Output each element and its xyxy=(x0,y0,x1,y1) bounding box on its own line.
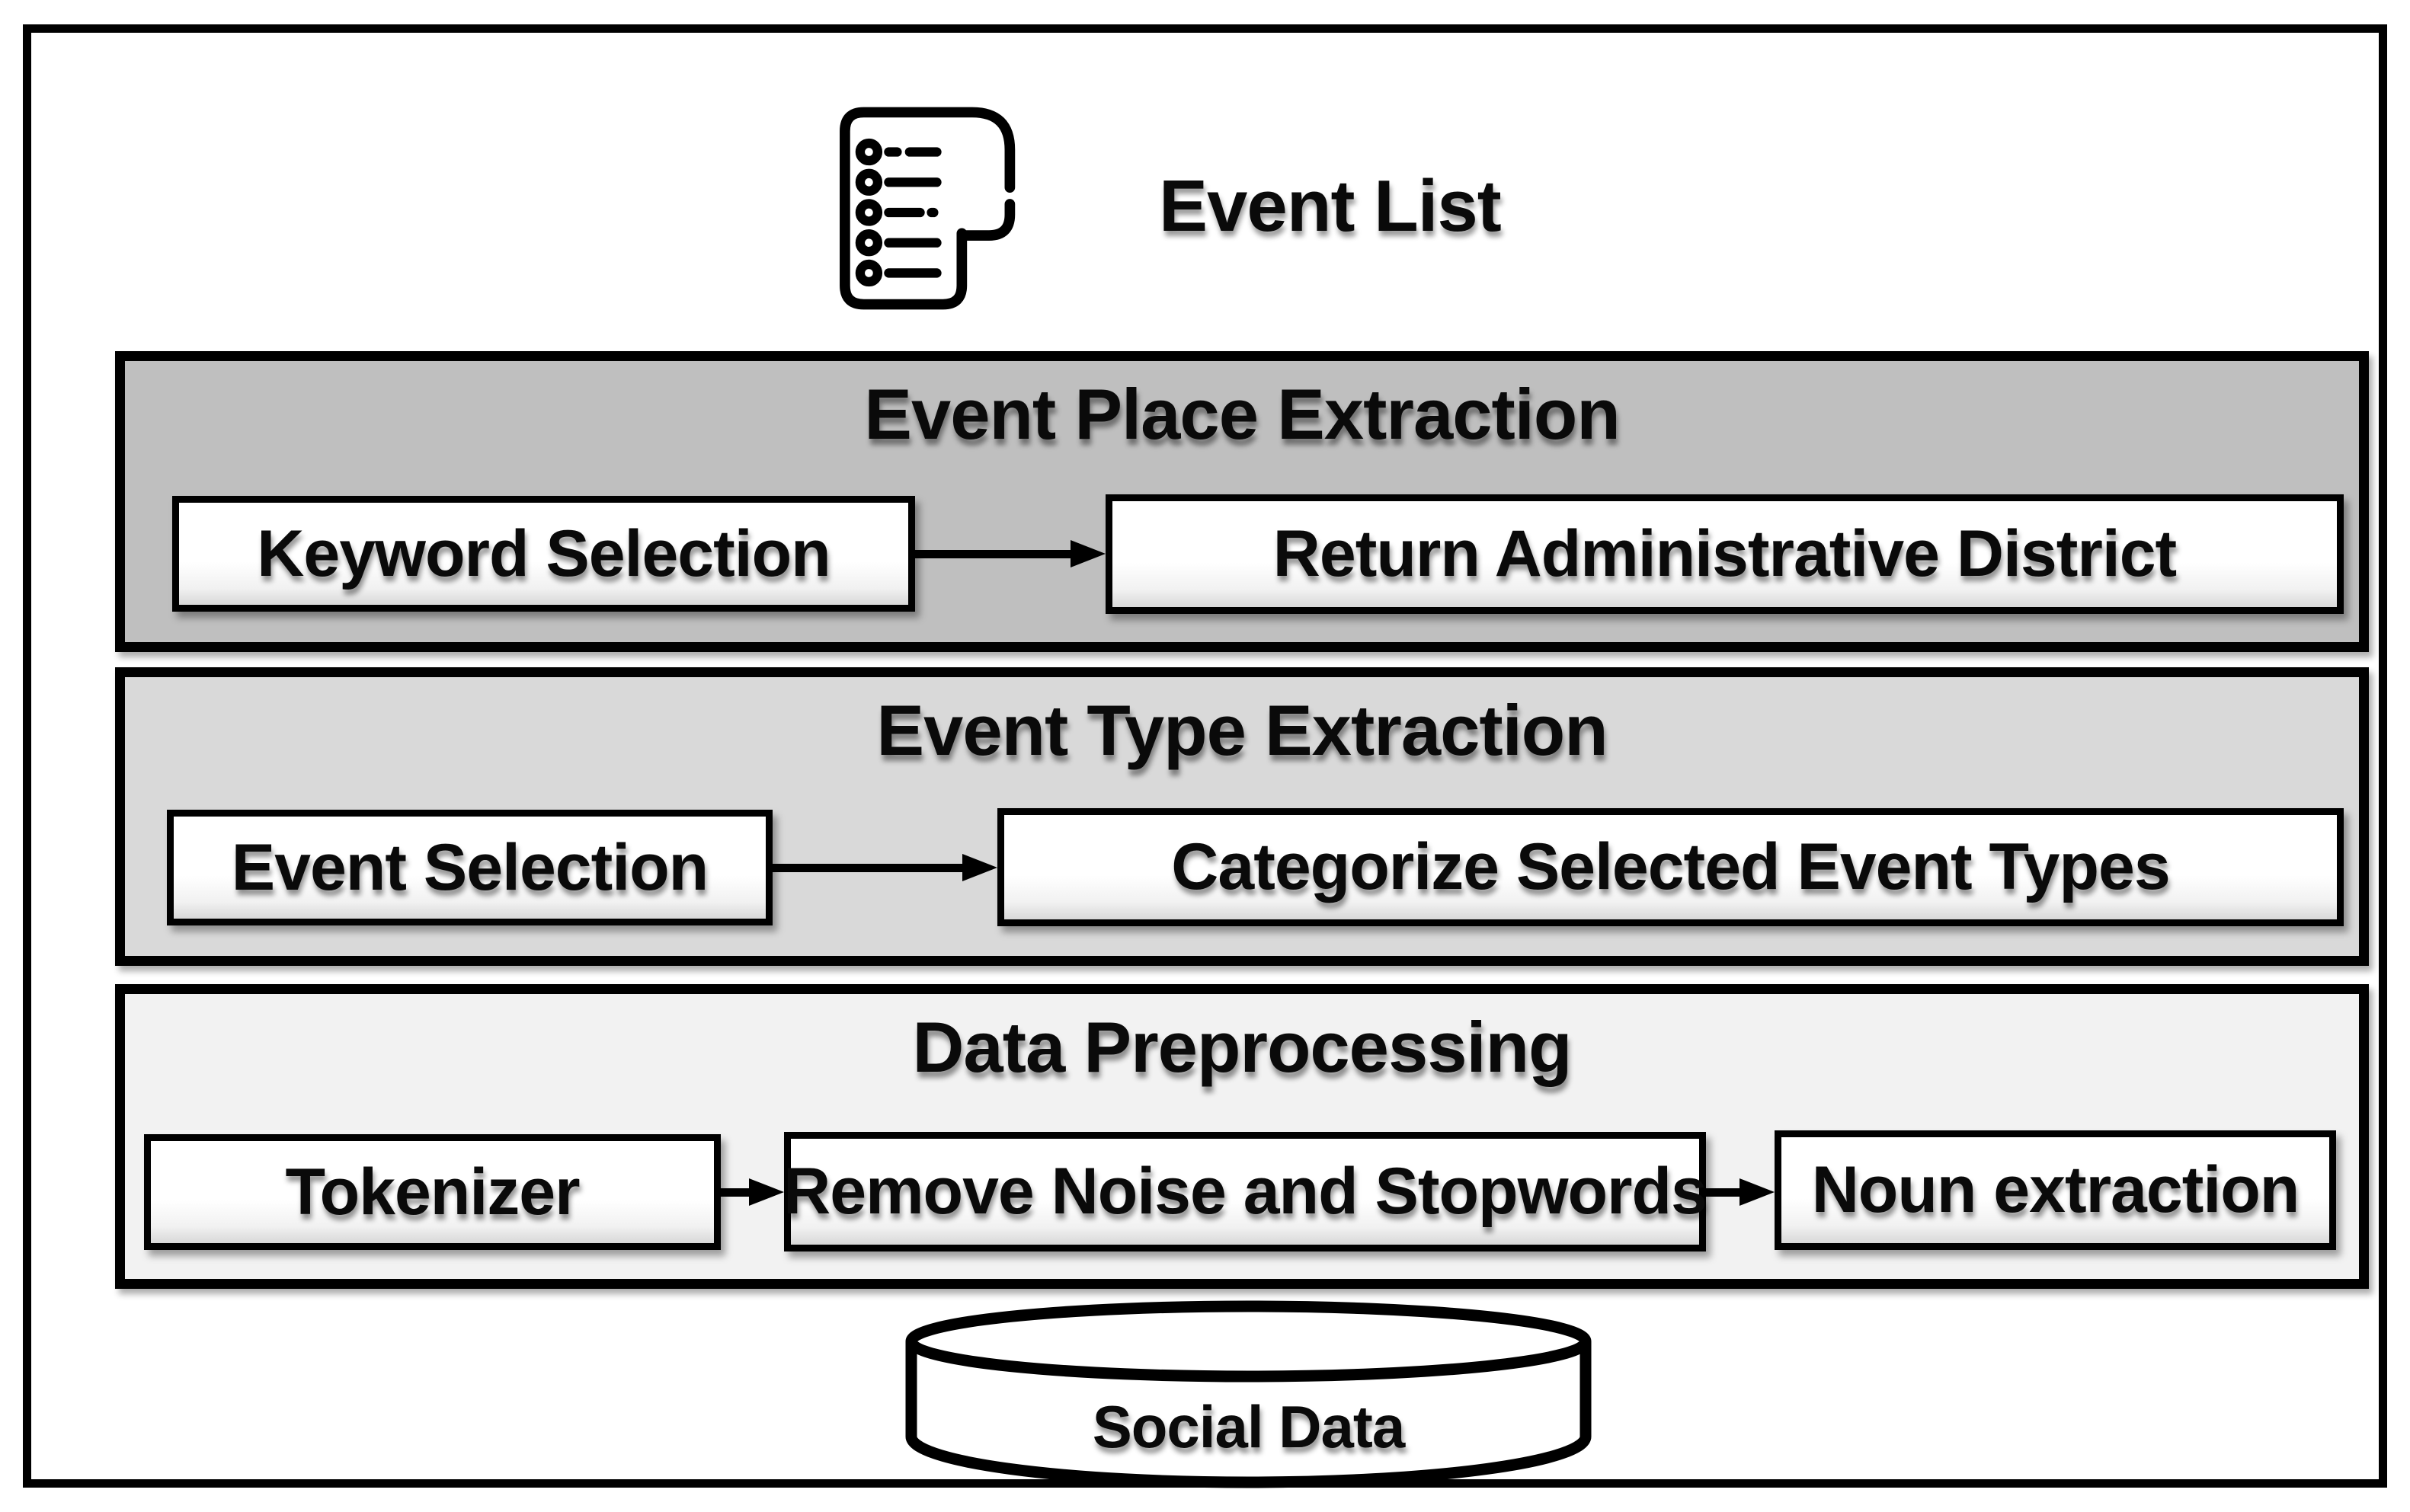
database-cylinder-icon xyxy=(905,1300,1592,1488)
arrow-head xyxy=(749,1178,784,1206)
diagram-frame: Event List Event Place Extraction Keywor… xyxy=(23,24,2387,1488)
arrow-shaft xyxy=(721,1188,749,1197)
section-event-place-extraction: Event Place Extraction Keyword Selection… xyxy=(115,351,2369,652)
flow-arrow-icon xyxy=(1706,1178,1775,1206)
arrow-head xyxy=(1739,1178,1775,1206)
flow-arrow-icon xyxy=(773,854,997,881)
step-tokenizer: Tokenizer xyxy=(144,1134,721,1250)
step-noun-extraction: Noun extraction xyxy=(1775,1130,2336,1250)
social-data-label: Social Data xyxy=(1092,1392,1406,1460)
event-list-icon xyxy=(840,107,1016,310)
arrow-shaft xyxy=(1706,1188,1739,1197)
social-data-datastore: Social Data xyxy=(904,1296,1593,1498)
event-list-label: Event List xyxy=(1159,165,1502,247)
step-event-selection: Event Selection xyxy=(167,810,773,925)
section-title: Event Place Extraction xyxy=(864,374,1621,454)
arrow-head xyxy=(962,854,997,881)
arrow-shaft xyxy=(773,863,962,872)
arrow-shaft xyxy=(915,549,1071,558)
step-keyword-selection: Keyword Selection xyxy=(172,496,915,612)
step-categorize-selected-event-types: Categorize Selected Event Types xyxy=(997,808,2344,926)
step-return-administrative-district: Return Administrative District xyxy=(1106,494,2344,614)
flow-arrow-icon xyxy=(721,1178,784,1206)
step-remove-noise-and-stopwords: Remove Noise and Stopwords xyxy=(783,1132,1707,1251)
section-title: Event Type Extraction xyxy=(876,690,1608,770)
arrow-head xyxy=(1071,540,1106,567)
section-data-preprocessing: Data Preprocessing Tokenizer Remove Nois… xyxy=(115,984,2369,1289)
section-title: Data Preprocessing xyxy=(912,1007,1573,1087)
section-event-type-extraction: Event Type Extraction Event Selection Ca… xyxy=(115,667,2369,966)
flow-arrow-icon xyxy=(915,540,1106,567)
